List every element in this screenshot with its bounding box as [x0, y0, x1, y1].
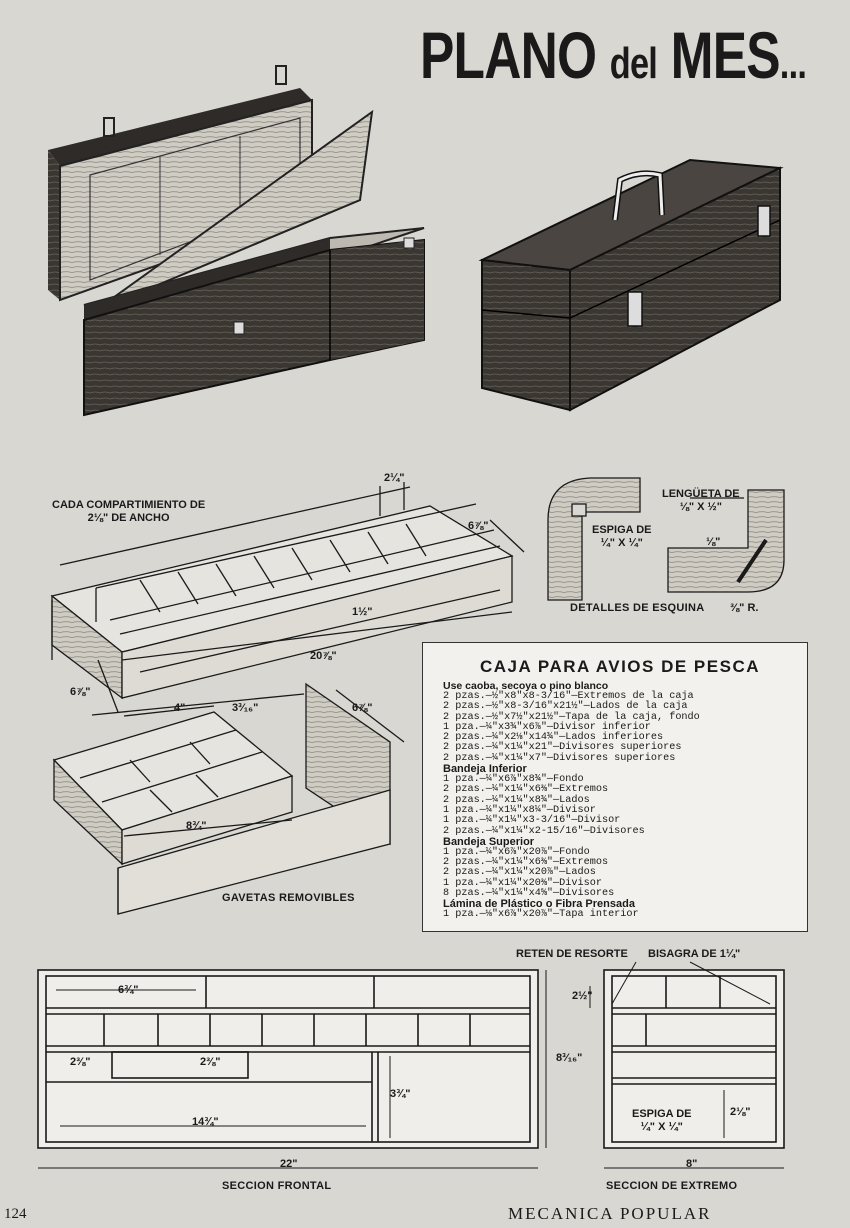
eighth-inch-label: ⅛"	[706, 536, 721, 548]
page-title: PLANO del MES...	[420, 22, 807, 88]
closed-box-illustration	[478, 158, 784, 412]
page-number: 124	[4, 1206, 27, 1222]
bom-line: 8 pzas.—¼"x1¼"x4⅝"—Divisores	[443, 888, 615, 900]
front-dim-mid: 3¾"	[390, 1088, 411, 1100]
bom-group-sheet: Lámina de Plástico o Fibra Prensada 1 pz…	[443, 899, 797, 920]
bom-title: CAJA PARA AVIOS DE PESCA	[479, 657, 761, 676]
front-dim-top: 6¾"	[118, 984, 139, 996]
bom-group-main: 2 pzas.—½"x8"x8-3/16"—Extremos de la caj…	[443, 691, 797, 764]
corner-detail-drawing	[547, 477, 785, 601]
hinge-label: BISAGRA DE 1¼"	[648, 948, 741, 960]
corner-details-caption: DETALLES DE ESQUINA	[570, 602, 705, 614]
radius-label: ⅜" R.	[730, 602, 759, 614]
bom-intro: Use caoba, secoya o pino blanco	[443, 680, 609, 692]
bom-line: 2 pzas.—½"x8"x8-3/16"—Extremos de la caj…	[443, 691, 694, 702]
end-section-drawing	[589, 961, 785, 1169]
end-dim-width: 8"	[686, 1158, 698, 1170]
tray-drawing	[50, 482, 525, 700]
bom-line: 2 pzas.—¼"x1¼"x6⅜"—Extremos	[443, 784, 609, 796]
bom-line: 2 pzas.—¼"x1¼"x2-15/16"—Divisores	[443, 825, 645, 837]
tray-dim-length: 20⅞"	[310, 650, 337, 662]
tray-dim-divider: 1½"	[352, 606, 373, 618]
bom-line: 2 pzas.—¼"x1¼"x21"—Divisores superiores	[443, 742, 682, 754]
tenon-label: ESPIGA DE ¼" X ¼"	[592, 524, 652, 549]
end-dim-height: 8³⁄₁₆"	[556, 1052, 583, 1064]
spring-catch-label: RETEN DE RESORTE	[516, 948, 628, 960]
drawers-drawing	[52, 659, 405, 915]
end-tenon-label: ESPIGA DE ¼" X ¼"	[632, 1108, 692, 1133]
end-dim-top: 2½"	[572, 990, 593, 1002]
bom-line: 2 pzas.—¼"x2⅛"x14¾"—Lados inferiores	[443, 732, 664, 744]
end-section-caption: SECCION DE EXTREMO	[606, 1180, 738, 1192]
bom-line: 2 pzas.—¼"x1¼"x6⅜"—Extremos	[443, 857, 609, 869]
front-dim-width: 22"	[280, 1158, 298, 1170]
bill-of-materials: CAJA PARA AVIOS DE PESCA Use caoba, seco…	[422, 642, 808, 932]
bom-group-heading: Bandeja Inferior	[443, 763, 527, 776]
front-dim-left-a: 2⅜"	[70, 1056, 91, 1068]
bom-line: 1 pza.—¼"x1¼"x20⅜"—Divisor	[443, 877, 602, 889]
bom-group-heading: Lámina de Plástico o Fibra Prensada	[443, 898, 635, 911]
bom-line: 2 pzas.—¼"x1¼"x7"—Divisores superiores	[443, 752, 676, 764]
bom-group-heading: Bandeja Superior	[443, 835, 535, 848]
compartment-note: CADA COMPARTIMIENTO DE 2⅛" DE ANCHO	[52, 499, 206, 524]
bom-line: 1 pza.—¼"x1¼"x8¼"—Divisor	[443, 804, 596, 816]
magazine-name: MECANICA POPULAR	[508, 1204, 712, 1223]
title-dots: ...	[779, 39, 807, 88]
front-section-caption: SECCION FRONTAL	[222, 1180, 332, 1192]
front-dim-bottom: 14¾"	[192, 1116, 219, 1128]
drawers-caption: GAVETAS REMOVIBLES	[222, 892, 355, 904]
bom-line: 2 pzas.—¼"x1¼"x20⅞"—Lados	[443, 867, 596, 879]
bom-group-upper-tray: Bandeja Superior 1 pza.—¼"x6⅞"x20⅞"—Fond…	[443, 835, 797, 900]
tray-dim-depth: 6⅞"	[468, 520, 489, 532]
bom-line: 1 pza.—⅛"x6⅞"x20⅞"—Tapa interior	[443, 909, 639, 921]
front-section-drawing	[37, 969, 547, 1169]
drawer-dim-small: 3³⁄₁₆"	[232, 702, 259, 714]
tray-dim-top-gap: 2¼"	[384, 472, 405, 484]
bom-line: 1 pza.—¼"x6⅞"x8¾"—Fondo	[443, 774, 584, 786]
title-word-mes: MES	[670, 18, 781, 92]
open-box-illustration	[48, 65, 425, 417]
bom-group-lower-tray: Bandeja Inferior 1 pza.—¼"x6⅞"x8¾"—Fondo…	[443, 764, 797, 837]
drawer-dim-inner: 4"	[174, 702, 186, 714]
drawer-dim-right-depth: 6⅞"	[352, 702, 373, 714]
tongue-label: LENGÜETA DE ⅛" X ½"	[662, 488, 740, 513]
bom-line: 2 pzas.—¼"x1¼"x8¾"—Lados	[443, 794, 590, 806]
bom-line: 1 pza.—¼"x1¼"x3-3/16"—Divisor	[443, 815, 621, 827]
front-dim-left-b: 2⅜"	[200, 1056, 221, 1068]
end-dim-inner: 2⅛"	[730, 1106, 751, 1118]
bom-line: 1 pza.—¼"x6⅞"x20⅞"—Fondo	[443, 846, 590, 858]
drawer-dim-width: 8¾"	[186, 820, 207, 832]
title-word-plano: PLANO	[420, 18, 597, 92]
title-word-del: del	[609, 39, 658, 88]
drawer-dim-side-depth: 6⅞"	[70, 686, 91, 698]
bom-line: 2 pzas.—½"x8-3/16"x21½"—Lados de la caja	[443, 701, 688, 713]
bom-line: 1 pza.—¼"x3¾"x6⅞"—Divisor inferior	[443, 721, 651, 733]
bom-line: 2 pzas.—½"x7½"x21½"—Tapa de la caja, fon…	[443, 711, 700, 723]
